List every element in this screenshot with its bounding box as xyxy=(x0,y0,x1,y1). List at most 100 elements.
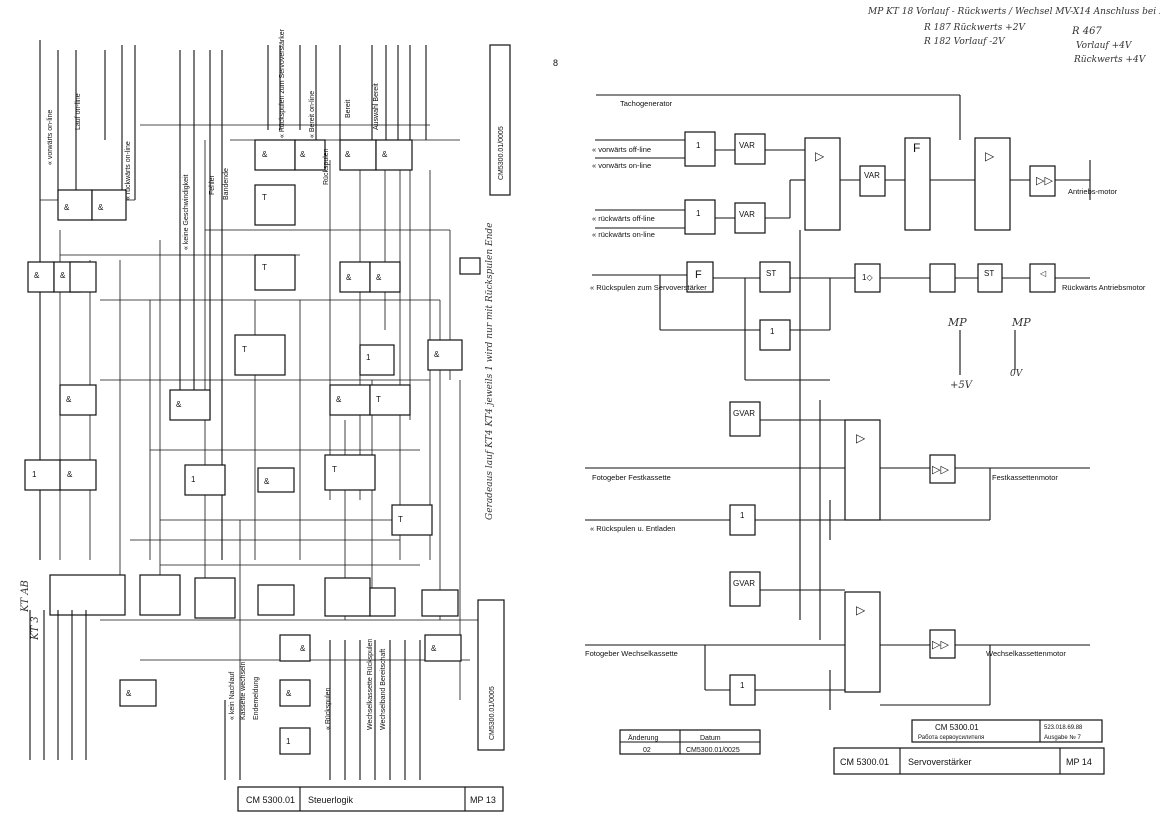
signal-vorwaerts-online: « vorwärts on-line xyxy=(47,110,54,165)
svg-text:T: T xyxy=(262,193,267,202)
gate-block xyxy=(929,263,956,293)
svg-text:&: & xyxy=(336,395,342,404)
label-vorwaerts-offline: « vorwärts off-line xyxy=(592,145,651,154)
signal-kein-nachlauf: « kein Nachlauf xyxy=(229,672,236,720)
flipflop-block xyxy=(254,184,296,226)
svg-text:T: T xyxy=(332,465,337,474)
svg-text:◁: ◁ xyxy=(1040,269,1047,278)
right-block-text: 1 1 VAR VAR ▷ VAR F ▷ ▷▷ F ST 1◇ ST ◁ 1 … xyxy=(695,141,1053,690)
svg-text:&: & xyxy=(264,477,270,486)
register-block xyxy=(194,577,236,619)
driver-block xyxy=(1029,263,1056,293)
svg-text:▷: ▷ xyxy=(856,603,866,617)
svg-text:523.018.69.88: 523.018.69.88 xyxy=(1044,725,1083,731)
svg-text:0V: 0V xyxy=(1010,369,1024,379)
svg-text:&: & xyxy=(60,271,66,280)
left-bottom-inputs xyxy=(29,610,421,780)
svg-text:1: 1 xyxy=(286,737,291,746)
svg-text:&: & xyxy=(67,470,73,479)
signal-bereit: Bereit xyxy=(345,100,352,118)
signal-bandende: Bandende xyxy=(223,168,230,200)
signal-rueckspulung: « Rückspulen xyxy=(325,687,332,730)
right-hand-note-4: R 467 xyxy=(1071,26,1102,37)
var-block xyxy=(859,165,886,197)
gate-block xyxy=(424,634,462,662)
driver-block xyxy=(1029,165,1056,197)
svg-text:Datum: Datum xyxy=(700,735,721,742)
right-sheet: 8 MP KT 18 Vorlauf - Rückwerts / Wechsel… xyxy=(553,7,1160,775)
power-stage-block xyxy=(929,454,956,484)
svg-text:▷: ▷ xyxy=(856,431,866,445)
left-page-number: MP 13 xyxy=(470,795,496,805)
gate-block xyxy=(119,679,157,707)
svg-text:▷: ▷ xyxy=(815,149,825,163)
svg-text:CM5300.01/0025: CM5300.01/0025 xyxy=(686,747,740,754)
flipflop-block xyxy=(324,454,376,491)
right-doc-number: CM 5300.01 xyxy=(840,757,889,767)
gate-block xyxy=(729,504,756,536)
svg-text:&: & xyxy=(300,150,306,159)
svg-text:&: & xyxy=(345,150,351,159)
svg-text:1: 1 xyxy=(32,470,37,479)
right-labels: Tachogenerator « vorwärts off-line « vor… xyxy=(585,99,1146,658)
f-block xyxy=(686,261,714,293)
svg-text:F: F xyxy=(695,269,702,281)
svg-text:&: & xyxy=(262,150,268,159)
left-doc-number: CM 5300.01 xyxy=(246,795,295,805)
label-rueckwaerts-offline: « rückwärts off-line xyxy=(592,214,655,223)
gate-block xyxy=(421,589,459,617)
svg-text:Ausgabe № 7: Ausgabe № 7 xyxy=(1044,734,1081,741)
gate-block xyxy=(59,384,97,416)
left-side-note: Geradeaus lauf KT4 KT4 jeweils 1 wird nu… xyxy=(485,223,495,520)
left-revision-box xyxy=(477,599,505,751)
svg-text:Änderung: Änderung xyxy=(628,734,658,742)
flipflop-block xyxy=(254,254,296,291)
right-page-number: MP 14 xyxy=(1066,757,1092,767)
register-block xyxy=(324,577,371,617)
label-wechselkassettenmotor: Wechselkassettenmotor xyxy=(986,649,1066,658)
signal-fehler: Fehler xyxy=(209,174,216,195)
svg-text:T: T xyxy=(242,345,247,354)
left-block-labels: && && &1& &&&& TT && T1& &T &1& TT && &&… xyxy=(32,150,440,746)
side-stamp xyxy=(489,44,511,196)
signal-ende-meldung: Endemeldung xyxy=(253,677,260,720)
left-revision-text: CM5300.01/0005 xyxy=(489,686,496,740)
svg-text:&: & xyxy=(300,644,306,653)
svg-text:02: 02 xyxy=(643,747,651,754)
svg-text:GVAR: GVAR xyxy=(733,579,755,588)
right-title-block: CM 5300.01 Servoverstärker MP 14 xyxy=(833,747,1105,775)
svg-text:▷: ▷ xyxy=(985,149,995,163)
svg-text:1: 1 xyxy=(740,681,745,690)
svg-text:+5V: +5V xyxy=(950,380,974,391)
gate-block xyxy=(359,344,395,376)
right-hand-note-5: Vorlauf +4V xyxy=(1076,41,1133,51)
svg-text:MP: MP xyxy=(1011,316,1031,329)
left-sheet-title: Steuerlogik xyxy=(308,795,354,805)
signal-kassette-wechseln: Kassette wechseln xyxy=(240,662,247,720)
function-block xyxy=(904,137,931,231)
gate-block xyxy=(729,674,756,706)
gate-block xyxy=(27,261,55,293)
register-block xyxy=(369,587,396,617)
label-rueckspulen-servo: « Rückspulen zum Servoverstärker xyxy=(590,283,707,292)
signal-lauf-online: Lauf on-line xyxy=(75,93,82,130)
signal-wechselkassette-rueck: Wechselkassette Rückspulen xyxy=(367,639,374,730)
right-hand-note-2: R 187 Rückwerts +2V xyxy=(923,23,1026,33)
left-kt-top-note: KT AB xyxy=(20,580,31,613)
label-fotogeber-fest: Fotogeber Festkassette xyxy=(592,473,671,482)
gate-block xyxy=(69,261,97,293)
var-block xyxy=(734,133,766,165)
svg-text:&: & xyxy=(286,689,292,698)
label-rueckspulen-entladen: « Rückspulen u. Entladen xyxy=(590,524,675,533)
label-festkassettenmotor: Festkassettenmotor xyxy=(992,473,1058,482)
svg-text:▷▷: ▷▷ xyxy=(1036,175,1053,187)
label-rueckwaerts-online: « rückwärts on-line xyxy=(592,230,655,239)
right-revision-table: Änderung Datum 02 CM5300.01/0025 xyxy=(619,729,761,755)
svg-text:1: 1 xyxy=(191,475,196,484)
flipflop-block xyxy=(369,384,411,416)
right-hand-note-6: Rückwerts +4V xyxy=(1073,55,1147,65)
right-page-mark: 8 xyxy=(553,58,558,68)
gate-block xyxy=(684,199,716,235)
signal-rueckwaerts-online: « rückwärts on-line xyxy=(125,141,132,200)
svg-text:&: & xyxy=(34,271,40,280)
